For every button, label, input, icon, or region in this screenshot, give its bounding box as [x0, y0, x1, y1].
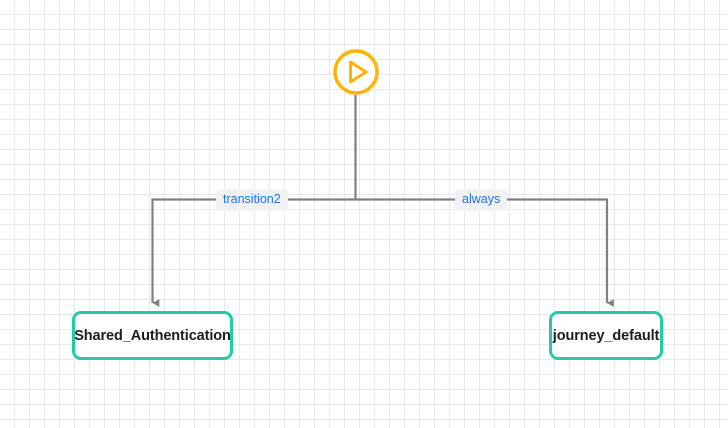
- play-circle-icon[interactable]: [333, 49, 379, 95]
- node-shared-authentication[interactable]: Shared_Authentication: [72, 311, 233, 360]
- node-journey-default[interactable]: journey_default: [549, 311, 663, 360]
- node-label: journey_default: [552, 327, 660, 344]
- edge-path-transition2: [151, 198, 356, 307]
- edge-label-transition2[interactable]: transition2: [216, 189, 288, 211]
- edge-label-always[interactable]: always: [455, 189, 508, 211]
- edge-label-text: transition2: [223, 192, 281, 206]
- edge-path-always: [355, 198, 614, 307]
- edge-label-text: always: [462, 192, 501, 206]
- node-label: Shared_Authentication: [74, 327, 231, 344]
